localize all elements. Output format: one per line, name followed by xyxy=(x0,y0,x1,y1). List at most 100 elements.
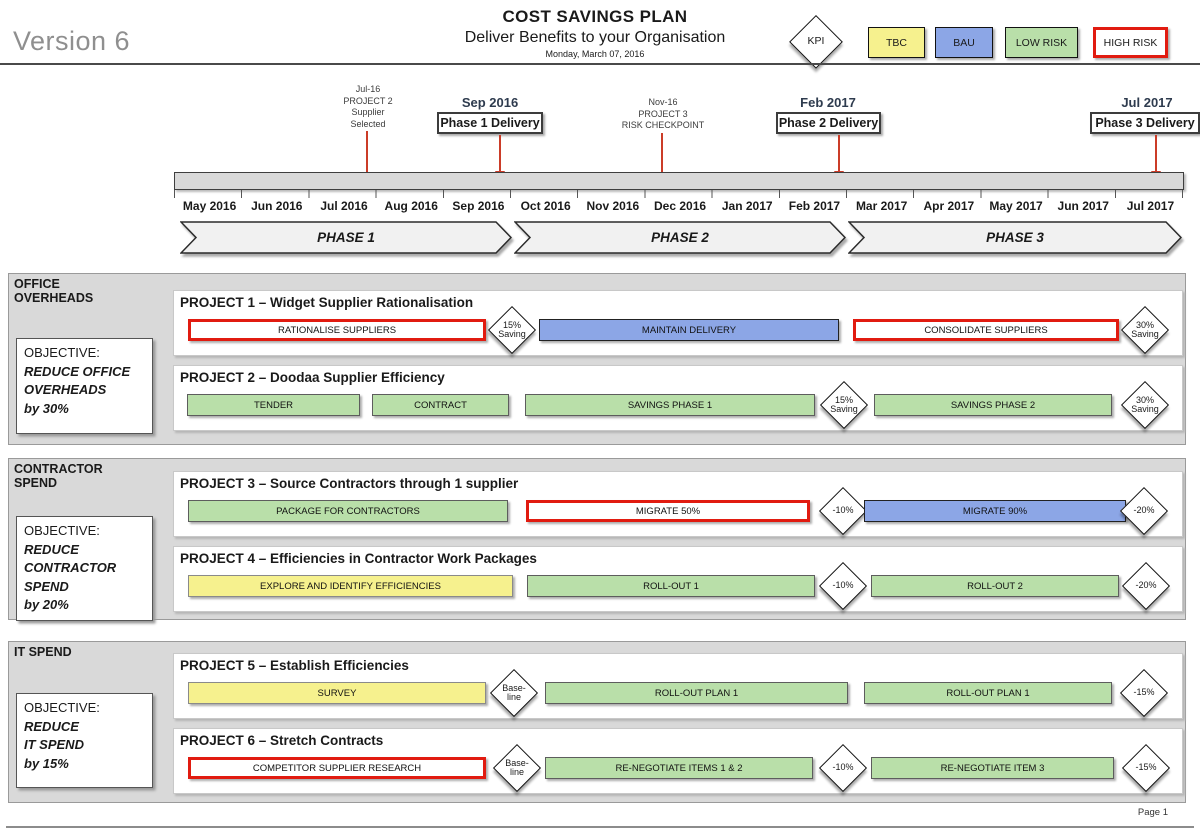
legend-chip-high-risk[interactable]: HIGH RISK xyxy=(1093,27,1168,58)
objective-heading: OBJECTIVE: xyxy=(24,700,100,715)
milestone-connector-line xyxy=(366,131,368,174)
month-label: Jun 2017 xyxy=(1057,199,1109,213)
task-bar[interactable]: MIGRATE 90% xyxy=(864,500,1126,522)
task-bar[interactable]: ROLL-OUT 2 xyxy=(871,575,1119,597)
task-bar[interactable]: CONTRACT xyxy=(372,394,509,416)
kpi-diamond[interactable]: -20% xyxy=(1120,487,1168,535)
project-title: PROJECT 1 – Widget Supplier Rationalisat… xyxy=(180,295,474,310)
project-title: PROJECT 2 – Doodaa Supplier Efficiency xyxy=(180,370,445,385)
project-title: PROJECT 6 – Stretch Contracts xyxy=(180,733,384,748)
legend-chip-tbc[interactable]: TBC xyxy=(868,27,925,58)
task-bar[interactable]: RE-NEGOTIATE ITEMS 1 & 2 xyxy=(545,757,813,779)
task-bar[interactable]: ROLL-OUT PLAN 1 xyxy=(864,682,1112,704)
month-label: Feb 2017 xyxy=(788,199,841,213)
task-bar[interactable]: MAINTAIN DELIVERY xyxy=(539,319,839,341)
lane-title: CONTRACTOR SPEND xyxy=(14,462,103,490)
project-row-1: PROJECT 1 – Widget Supplier Rationalisat… xyxy=(173,290,1183,356)
project-title: PROJECT 4 – Efficiencies in Contractor W… xyxy=(180,551,537,566)
phase-chevron-2[interactable]: PHASE 2 xyxy=(514,221,846,254)
task-bar[interactable]: SAVINGS PHASE 2 xyxy=(874,394,1112,416)
project-row-5: PROJECT 5 – Establish Efficiencies SURVE… xyxy=(173,653,1183,719)
kpi-diamond[interactable]: -15% xyxy=(1120,669,1168,717)
milestone-date: Jul-16 xyxy=(355,84,381,94)
page-title: COST SAVINGS PLAN xyxy=(502,7,688,26)
task-bar[interactable]: ROLL-OUT PLAN 1 xyxy=(545,682,848,704)
kpi-diamond[interactable]: -10% xyxy=(819,744,867,792)
page-date: Monday, March 07, 2016 xyxy=(545,49,645,59)
kpi-diamond[interactable]: 15%Saving xyxy=(488,306,536,354)
lane-title: IT SPEND xyxy=(14,645,72,659)
version-label: Version 6 xyxy=(13,26,131,56)
month-label: May 2017 xyxy=(989,199,1043,213)
objective-box: OBJECTIVE: REDUCE OFFICE OVERHEADS by 30… xyxy=(16,338,153,434)
milestone-date: Jul 2017 xyxy=(1121,95,1173,110)
lane-it-spend: IT SPEND OBJECTIVE: REDUCE IT SPEND by 1… xyxy=(8,641,1186,803)
kpi-diamond[interactable]: 15%Saving xyxy=(820,381,868,429)
project-row-2: PROJECT 2 – Doodaa Supplier Efficiency T… xyxy=(173,365,1183,431)
task-bar[interactable]: RATIONALISE SUPPLIERS xyxy=(188,319,486,341)
milestone-arrow-line xyxy=(1155,135,1157,171)
kpi-diamond[interactable]: Base-line xyxy=(493,744,541,792)
milestone-nov16: Nov-16 PROJECT 3 RISK CHECKPOINT xyxy=(593,97,733,132)
legend-chip-low-risk[interactable]: LOW RISK xyxy=(1005,27,1078,58)
page-number: Page 1 xyxy=(1137,807,1168,818)
kpi-diamond[interactable]: -15% xyxy=(1122,744,1170,792)
objective-box: OBJECTIVE: REDUCE IT SPEND by 15% xyxy=(16,693,153,788)
project-row-3: PROJECT 3 – Source Contractors through 1… xyxy=(173,471,1183,537)
month-label: Dec 2016 xyxy=(654,199,707,213)
month-label: Oct 2016 xyxy=(520,199,571,213)
title-block: COST SAVINGS PLAN Deliver Benefits to yo… xyxy=(350,7,840,59)
task-bar[interactable]: TENDER xyxy=(187,394,360,416)
task-bar[interactable]: MIGRATE 50% xyxy=(526,500,810,522)
bottom-divider xyxy=(6,826,1194,828)
task-bar[interactable]: COMPETITOR SUPPLIER RESEARCH xyxy=(188,757,486,779)
task-bar[interactable]: CONSOLIDATE SUPPLIERS xyxy=(853,319,1119,341)
kpi-legend-diamond[interactable]: KPI xyxy=(789,15,843,69)
task-bar[interactable]: SAVINGS PHASE 1 xyxy=(525,394,815,416)
task-bar[interactable]: EXPLORE AND IDENTIFY EFFICIENCIES xyxy=(188,575,513,597)
milestone-date: Feb 2017 xyxy=(800,95,856,110)
month-label: Jun 2016 xyxy=(251,199,303,213)
month-label: Jul 2017 xyxy=(1126,199,1175,213)
month-labels: May 2016 Jun 2016 Jul 2016 Aug 2016 Sep … xyxy=(176,199,1184,213)
kpi-diamond[interactable]: 30%Saving xyxy=(1121,381,1169,429)
milestone-date: Sep 2016 xyxy=(461,95,519,110)
objective-heading: OBJECTIVE: xyxy=(24,523,100,538)
phase-chevron-1[interactable]: PHASE 1 xyxy=(180,221,512,254)
kpi-diamond[interactable]: 30%Saving xyxy=(1121,306,1169,354)
phase1-delivery-box[interactable]: Phase 1 Delivery xyxy=(437,112,543,134)
kpi-legend-label: KPI xyxy=(807,35,825,48)
header-divider xyxy=(0,63,1200,65)
lane-contractor-spend: CONTRACTOR SPEND OBJECTIVE: REDUCE CONTR… xyxy=(8,458,1186,621)
task-bar[interactable]: SURVEY xyxy=(188,682,486,704)
month-label: Jul 2016 xyxy=(320,199,368,213)
kpi-diamond[interactable]: -10% xyxy=(819,562,867,610)
legend-chip-bau[interactable]: BAU xyxy=(935,27,993,58)
task-bar[interactable]: RE-NEGOTIATE ITEM 3 xyxy=(871,757,1114,779)
lane-office-overheads: OFFICE OVERHEADS OBJECTIVE: REDUCE OFFIC… xyxy=(8,273,1186,445)
objective-heading: OBJECTIVE: xyxy=(24,345,100,360)
task-bar[interactable]: PACKAGE FOR CONTRACTORS xyxy=(188,500,508,522)
project-row-4: PROJECT 4 – Efficiencies in Contractor W… xyxy=(173,546,1183,612)
month-label: Sep 2016 xyxy=(452,199,505,213)
milestone-arrow-line xyxy=(499,135,501,171)
month-label: Aug 2016 xyxy=(384,199,438,213)
lane-title: OFFICE OVERHEADS xyxy=(14,277,94,305)
task-bar[interactable]: ROLL-OUT 1 xyxy=(527,575,815,597)
objective-box: OBJECTIVE: REDUCE CONTRACTOR SPEND by 20… xyxy=(16,516,153,621)
month-label: Mar 2017 xyxy=(855,199,908,213)
page-subtitle: Deliver Benefits to your Organisation xyxy=(464,29,726,46)
phase3-delivery-box[interactable]: Phase 3 Delivery xyxy=(1090,112,1200,134)
month-label: Nov 2016 xyxy=(586,199,640,213)
timeline-bar xyxy=(174,172,1184,190)
kpi-diamond[interactable]: -20% xyxy=(1122,562,1170,610)
phase2-delivery-box[interactable]: Phase 2 Delivery xyxy=(776,112,881,134)
phase-chevron-3[interactable]: PHASE 3 xyxy=(848,221,1182,254)
project-title: PROJECT 3 – Source Contractors through 1… xyxy=(180,476,519,491)
milestone-arrow-line xyxy=(838,135,840,171)
milestone-date: Nov-16 xyxy=(648,97,678,107)
kpi-diamond[interactable]: Base-line xyxy=(490,669,538,717)
kpi-diamond[interactable]: -10% xyxy=(819,487,867,535)
project-row-6: PROJECT 6 – Stretch Contracts COMPETITOR… xyxy=(173,728,1183,794)
